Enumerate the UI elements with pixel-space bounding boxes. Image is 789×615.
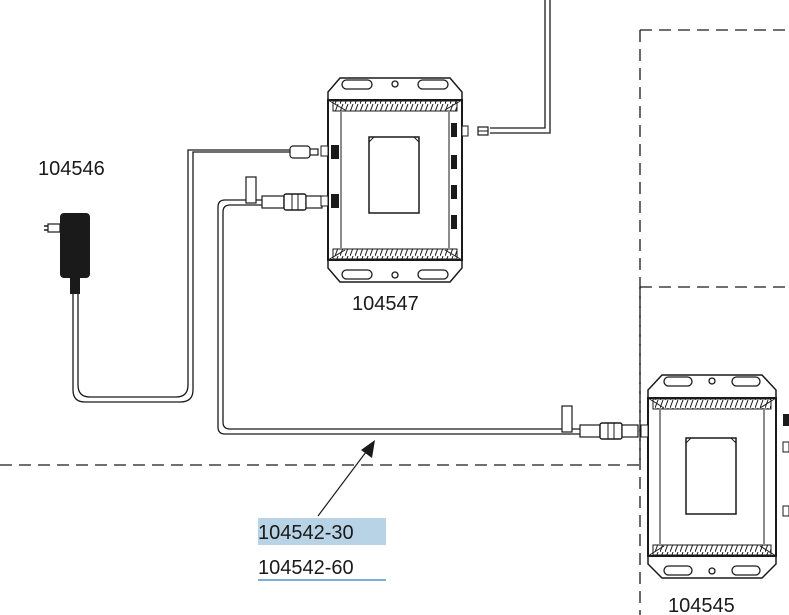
label-power-supply: 104546 <box>38 158 105 180</box>
label-cable-option-b[interactable]: 104542-60 <box>258 557 354 579</box>
power-cable <box>72 145 319 403</box>
top-cable <box>477 0 551 136</box>
dashed-boundaries <box>0 29 789 615</box>
selection-highlight <box>258 518 386 545</box>
base-unit-icon <box>320 77 469 283</box>
label-base-unit: 104547 <box>352 293 419 315</box>
label-remote-unit: 104545 <box>668 595 735 615</box>
remote-unit-icon <box>640 374 789 579</box>
callout-arrow <box>317 440 375 517</box>
power-adapter-icon <box>44 213 90 294</box>
interconnect-cable <box>217 176 639 440</box>
label-cable-option-a[interactable]: 104542-30 <box>258 522 354 544</box>
